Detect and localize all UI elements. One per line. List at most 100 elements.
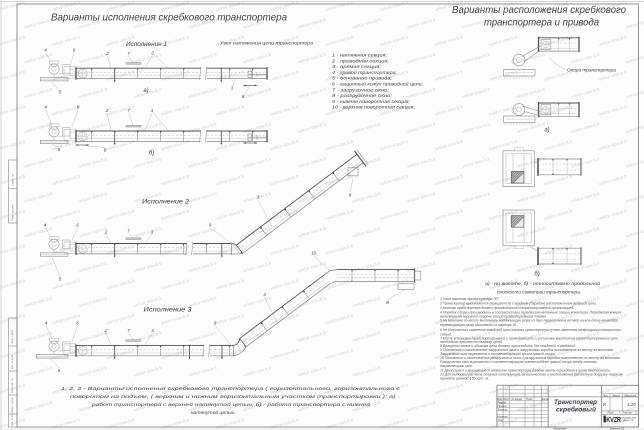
svg-text:транспортера и привода: транспортера и привода <box>484 17 599 28</box>
svg-text:необходимо произвести натяжку: необходимо произвести натяжку цепей. <box>440 340 503 344</box>
svg-text:Утв.: Утв. <box>498 419 504 422</box>
svg-text:9 - нижняя поворотная секция;: 9 - нижняя поворотная секция; <box>332 99 411 104</box>
svg-text:б): б) <box>534 272 539 278</box>
svg-text:Исполнение 1: Исполнение 1 <box>126 41 167 48</box>
svg-text:11 Движущиеся и вращающиеся: 11 Движущиеся и вращающиеся элементы тра… <box>440 369 611 373</box>
svg-text:7: 7 <box>127 328 130 333</box>
svg-text:выполнены на наружной стороне: выполнены на наружной стороне секций пут… <box>440 314 547 318</box>
svg-text:9 Положения и изготовление за: 9 Положения и изготовление загрузочных о… <box>440 348 614 352</box>
svg-text:ЗАВОД СТМ: ЗАВОД СТМ <box>623 419 634 422</box>
svg-text:2 Транспортер выполняется (в: 2 Транспортер выполняется (вращается) с … <box>439 301 597 305</box>
svg-text:3: 3 <box>151 230 154 235</box>
svg-text:4: 4 <box>44 48 47 53</box>
svg-text:плоскости симетрии транспортер: плоскости симетрии транспортера. <box>497 289 581 294</box>
svg-text:1 Угол наклона транспортера: 1 Угол наклона транспортера 30°. <box>440 297 500 301</box>
svg-text:а) - по высоте; б) - относ: а) - по высоте; б) - относительно продол… <box>485 280 600 286</box>
svg-text:Разраб.: Разраб. <box>498 401 507 404</box>
svg-text:3: 3 <box>151 108 154 113</box>
svg-text:поворотом на подъем, ( верхни: поворотом на подъем, ( верхним и нижним … <box>70 394 401 399</box>
svg-text:И: И <box>603 402 606 407</box>
svg-text:6: 6 <box>73 48 76 53</box>
svg-text:Варианты расположения скребков: Варианты расположения скребкового <box>452 4 626 16</box>
svg-text:3: 3 <box>257 195 260 200</box>
svg-text:10 Положения и изготовление: 10 Положения и изготовление разгрузочных… <box>440 356 621 360</box>
svg-text:6 Не допускается изменение за: 6 Не допускается изменение заводской цеп… <box>440 328 621 332</box>
svg-text:Подп. и дата: Подп. и дата <box>11 397 14 412</box>
svg-text:2: 2 <box>105 108 109 113</box>
svg-text:Т.контр.: Т.контр. <box>498 408 508 411</box>
svg-text:3 Монтаж транспортера должен: 3 Монтаж транспортера должен производить… <box>440 306 574 310</box>
svg-text:секций.: секций. <box>440 333 452 337</box>
svg-text:Взам. инв. №: Взам. инв. № <box>11 378 14 393</box>
svg-text:Формат А1: Формат А1 <box>610 427 625 430</box>
svg-text:а): а) <box>544 128 549 134</box>
svg-text:8: 8 <box>386 300 389 305</box>
svg-text:Масса: Масса <box>612 394 620 397</box>
svg-text:Инв. № подл.: Инв. № подл. <box>11 411 14 426</box>
svg-text:2 - приводная секция;: 2 - приводная секция; <box>331 58 390 63</box>
svg-text:Варианты исполнения скребковог: Варианты исполнения скребкового транспор… <box>51 12 287 24</box>
svg-text:Исполнение 2: Исполнение 2 <box>142 199 190 206</box>
svg-text:7 - загрузочное окно;: 7 - загрузочное окно; <box>332 87 390 92</box>
svg-text:5 На монтаже по месту выполн: 5 На монтаже по месту выполнять натяжающ… <box>440 319 618 323</box>
svg-text:Листов: Листов <box>621 412 632 415</box>
svg-text:7 После установки транспорти: 7 После установки транспортирований и пр… <box>440 337 618 341</box>
svg-text:2: 2 <box>104 328 108 333</box>
svg-text:Узел натяжения цепи транспорте: Узел натяжения цепи транспортера <box>220 41 314 46</box>
svg-text:5: 5 <box>58 368 61 373</box>
svg-text:4 Порядок сборки производить: 4 Порядок сборки производить в соответст… <box>440 311 621 315</box>
svg-text:1, 2, 3 - Варианты исполнения: 1, 2, 3 - Варианты исполнения скребковог… <box>61 386 401 391</box>
svg-text:7: 7 <box>127 51 130 56</box>
svg-text:KVZR: KVZR <box>606 415 621 424</box>
svg-text:а): а) <box>143 88 148 94</box>
svg-text:Инв. № дубл.: Инв. № дубл. <box>11 354 14 369</box>
svg-text:9: 9 <box>214 321 217 326</box>
svg-text:8: 8 <box>104 148 107 153</box>
svg-text:КУЙБЫШЕВСКИЙ: КУЙБЫШЕВСКИЙ <box>620 416 637 419</box>
svg-text:2: 2 <box>104 230 108 235</box>
svg-text:Лист: Лист <box>502 398 509 401</box>
svg-text:4: 4 <box>45 321 48 326</box>
svg-text:2: 2 <box>105 51 109 56</box>
svg-text:5: 5 <box>59 90 62 95</box>
svg-text:6: 6 <box>77 105 80 110</box>
svg-text:7: 7 <box>127 229 130 234</box>
svg-text:1 - натяжная секция;: 1 - натяжная секция; <box>332 53 388 58</box>
svg-text:3: 3 <box>263 292 266 297</box>
svg-text:7: 7 <box>127 108 130 113</box>
svg-text:1:20: 1:20 <box>627 402 636 407</box>
svg-text:1: 1 <box>635 412 637 415</box>
svg-text:8: 8 <box>349 193 352 198</box>
svg-text:Лист: Лист <box>606 412 613 415</box>
svg-text:перемещающая резку выполнять и: перемещающая резку выполнять из шарнира … <box>440 323 517 327</box>
svg-text:принять равной 150 кг/п. м.: принять равной 150 кг/п. м. <box>440 377 489 381</box>
svg-text:9: 9 <box>209 223 212 228</box>
svg-text:4: 4 <box>44 223 47 228</box>
svg-text:Дата: Дата <box>540 398 548 401</box>
svg-text:б): б) <box>149 151 154 157</box>
svg-text:1: 1 <box>231 86 234 91</box>
svg-text:Масштаб: Масштаб <box>624 394 636 397</box>
svg-text:4: 4 <box>44 105 47 110</box>
svg-text:Разгрузочные окна вырезаются в: Разгрузочные окна вырезаются в соответст… <box>440 360 597 364</box>
svg-text:5 - основание привода;: 5 - основание привода; <box>332 76 393 81</box>
svg-text:6: 6 <box>76 321 79 326</box>
svg-text:Исполнение 3: Исполнение 3 <box>144 307 193 314</box>
svg-text:работ транспортера с верхней н: работ транспортера с верхней натянутой ц… <box>90 402 370 407</box>
svg-text:8 - разгрузочное окно;: 8 - разгрузочное окно; <box>332 93 393 98</box>
svg-text:Опора транспортера: Опора транспортера <box>567 67 617 72</box>
svg-text:Подп.: Подп. <box>526 398 533 401</box>
svg-text:№ докум.: № докум. <box>511 398 522 401</box>
svg-text:Н.контр.: Н.контр. <box>498 415 509 418</box>
svg-text:3: 3 <box>151 328 154 333</box>
svg-text:12 Для выбора и расчета опор: 12 Для выбора и расчета опорных конструк… <box>440 373 623 377</box>
svg-text:Подп. и дата: Подп. и дата <box>11 329 14 344</box>
svg-text:Перв. примен.: Перв. примен. <box>11 203 15 221</box>
svg-text:Лит.: Лит. <box>602 394 609 397</box>
svg-text:направляющими цепи.: направляющими цепи. <box>440 364 473 368</box>
svg-text:Загрузочные окна вырезаются в: Загрузочные окна вырезаются в соответств… <box>440 352 556 356</box>
svg-text:6 - защитный кожух приводной: 6 - защитный кожух приводной цепи; <box>332 81 424 87</box>
svg-text:Изм.: Изм. <box>497 398 503 401</box>
svg-text:Провер.: Провер. <box>498 405 508 408</box>
svg-text:Копировал: Копировал <box>554 427 567 430</box>
